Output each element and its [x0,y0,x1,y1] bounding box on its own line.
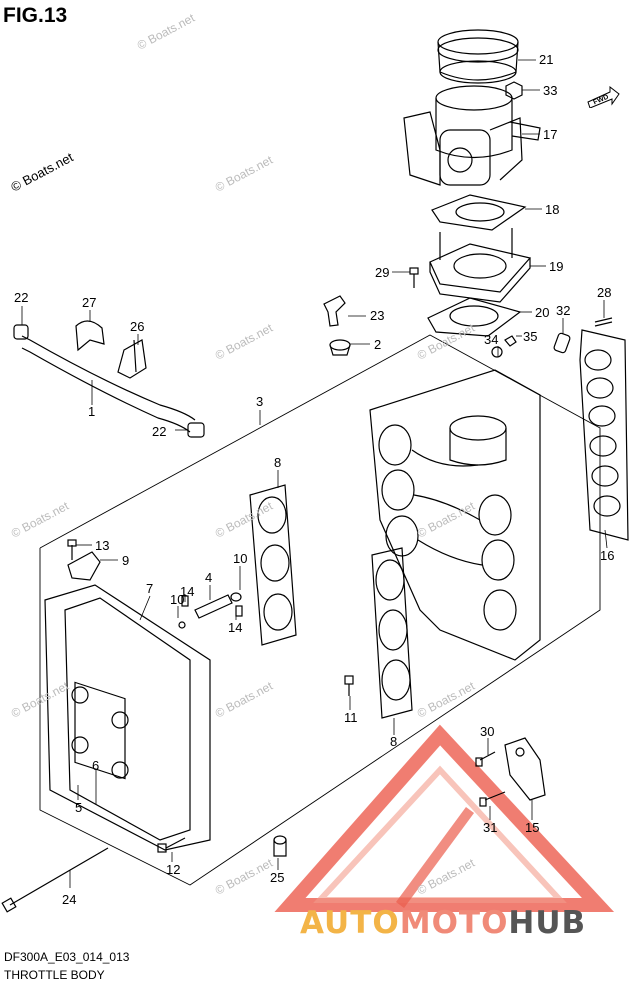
watermark-text: © Boats.net [213,678,276,720]
vent-hose [21,335,196,433]
gasket-lower [427,297,522,337]
callout-21[interactable]: 21 [539,52,553,67]
leader-lines [21,59,608,888]
callout-10-right[interactable]: 10 [233,551,247,566]
callout-18[interactable]: 18 [545,202,559,217]
watermark-text: © Boats.net [213,320,276,362]
nut [505,81,523,100]
callout-28[interactable]: 28 [597,285,611,300]
assembly-outline [39,334,601,886]
watermark-text: © Boats.net [213,855,276,897]
callout-27[interactable]: 27 [82,295,96,310]
gasket-upper [431,194,527,231]
bolt [409,267,419,288]
hose-clip-lower [187,422,205,438]
callout-32[interactable]: 32 [556,303,570,318]
hose-clamp [75,320,105,352]
figure-title: FIG.13 [3,4,68,27]
watermark-text: © Boats.net [213,152,276,194]
callout-14-left[interactable]: 14 [180,584,194,599]
callout-31[interactable]: 31 [483,820,497,835]
brand-part3: HUB [508,905,587,941]
watermark-text: © Boats.net [9,498,72,540]
washer [491,346,503,358]
callout-1[interactable]: 1 [88,404,95,419]
bolt-31 [479,791,506,807]
callout-13[interactable]: 13 [95,538,109,553]
throttle-body [403,85,541,186]
callout-23[interactable]: 23 [370,308,384,323]
callout-3[interactable]: 3 [256,394,263,409]
bolt-30 [475,751,496,767]
stud [594,317,613,327]
brand-part1: AUTO [300,905,400,941]
clamp-ring [437,29,519,84]
callout-34[interactable]: 34 [484,332,498,347]
callout-19[interactable]: 19 [549,259,563,274]
callout-26[interactable]: 26 [130,319,144,334]
callout-33[interactable]: 33 [543,83,557,98]
callout-30[interactable]: 30 [480,724,494,739]
callout-12[interactable]: 12 [166,862,180,877]
long-bolt [1,847,109,913]
callout-8-upper[interactable]: 8 [274,455,281,470]
hose-clip-upper [13,324,29,340]
callout-29[interactable]: 29 [375,265,389,280]
brand-part2: MOTO [399,905,509,941]
hose-bracket [117,339,147,379]
callout-17[interactable]: 17 [543,127,557,142]
dowel-pin [553,332,571,354]
screw [504,335,517,347]
brand-logo-triangle [274,724,615,912]
plug [273,835,287,857]
watermark-text: © Boats.net [415,498,478,540]
callout-5[interactable]: 5 [75,800,82,815]
sensor [67,539,101,581]
diagram-caption: THROTTLE BODY [4,968,105,982]
model-code: DF300A_E03_014_013 [4,950,130,964]
forward-arrow-icon: FWD [587,86,620,108]
callout-35[interactable]: 35 [523,329,537,344]
spacer-lower [371,547,413,719]
callout-16[interactable]: 16 [600,548,614,563]
watermark-text: © Boats.net [135,10,198,52]
callout-20[interactable]: 20 [535,305,549,320]
adapter-plate [429,228,532,303]
callout-6[interactable]: 6 [92,758,99,773]
plenum-cover [44,584,211,851]
spacer-upper [249,484,297,646]
callout-4[interactable]: 4 [205,570,212,585]
hose-fitting [323,295,346,327]
collar-pin [178,592,243,629]
watermark-text: © Boats.net [8,149,76,194]
callout-24[interactable]: 24 [62,892,76,907]
callout-7[interactable]: 7 [146,581,153,596]
callout-9[interactable]: 9 [122,553,129,568]
callout-2[interactable]: 2 [374,337,381,352]
bracket [504,737,546,801]
callout-22-upper[interactable]: 22 [14,290,28,305]
callout-15[interactable]: 15 [525,820,539,835]
brand-wordmark: AUTOMOTOHUB [300,905,586,941]
callout-14-right[interactable]: 14 [228,620,242,635]
watermark-text: © Boats.net [213,498,276,540]
callout-8-lower[interactable]: 8 [390,734,397,749]
callout-22-lower[interactable]: 22 [152,424,166,439]
callout-10-left[interactable]: 10 [170,592,184,607]
watermark-text: © Boats.net [415,678,478,720]
callout-11[interactable]: 11 [344,710,358,725]
grommet [329,339,351,356]
bolt-small [344,675,354,696]
callout-25[interactable]: 25 [270,870,284,885]
manifold-gasket [579,329,629,541]
bolt-12 [157,837,186,853]
fwd-label: FWD [592,94,609,107]
